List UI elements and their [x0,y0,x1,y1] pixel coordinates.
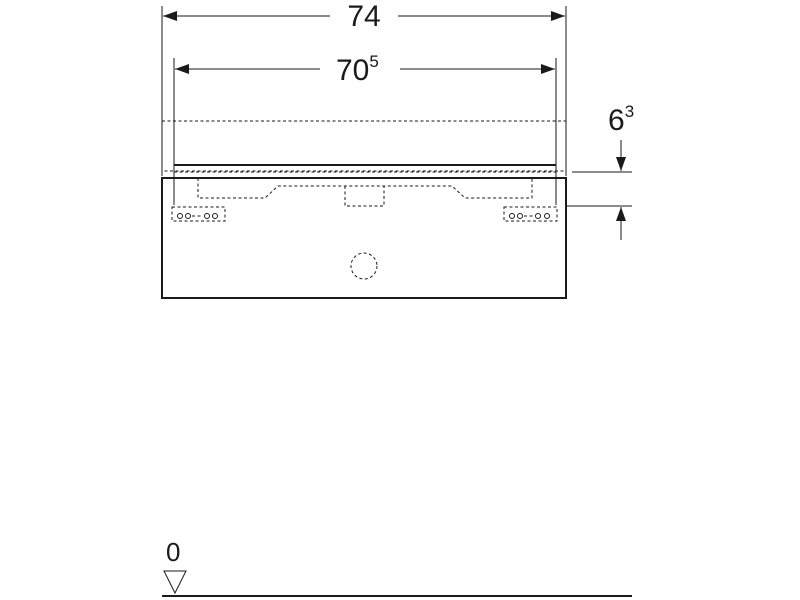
drawer-inner-profile [197,178,533,199]
right-hinge-holes [509,213,550,219]
overall-width-dimension: 74 [161,0,567,176]
left-hinge-holes [177,213,218,219]
floor-level-triangle-icon [163,570,187,595]
basin-dashed-outline [161,120,567,172]
overall-width-label: 74 [347,0,380,33]
cabinet-body [161,177,567,299]
siphon-cutout [344,186,385,207]
inner-width-dimension: 705 [173,52,557,205]
floor-level-label: 0 [166,537,180,567]
height-offset-dimension: 63 [566,102,634,240]
height-offset-superscript: 3 [625,102,634,121]
inner-width-value: 70 [336,54,369,87]
inner-width-superscript: 5 [369,52,378,71]
left-hinge-bracket [171,206,226,222]
cabinet-drawing [161,120,567,299]
height-offset-label: 63 [608,102,634,137]
inner-width-label: 705 [336,52,379,87]
height-offset-value: 6 [608,104,625,137]
drain-opening [350,252,378,280]
right-hinge-bracket [503,206,558,222]
floor-level-reference: 0 [162,537,632,597]
